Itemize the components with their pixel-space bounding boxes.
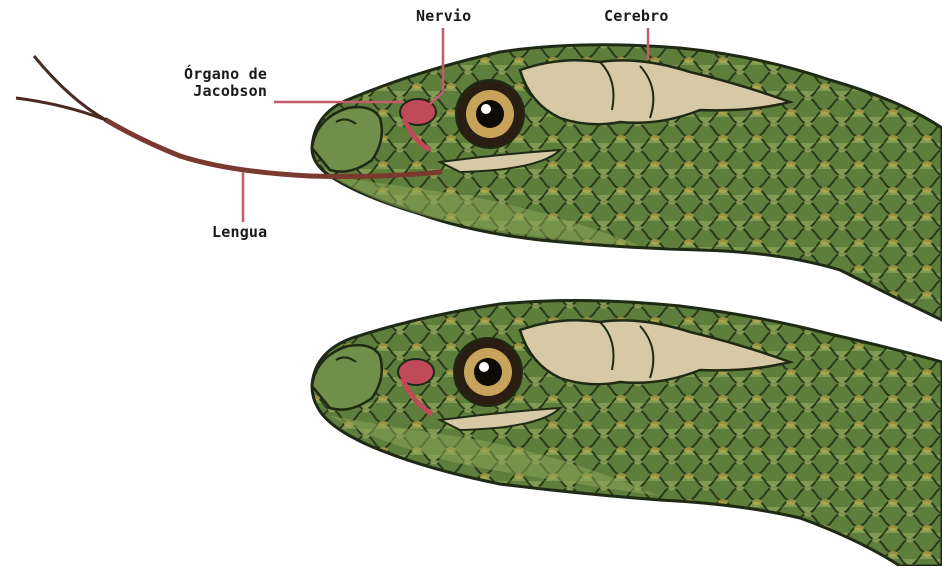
bottom-eye-highlight: [479, 362, 489, 372]
label-organo-line2: Jacobson: [193, 82, 267, 100]
bottom-snake-head: [312, 300, 942, 566]
label-cerebro: Cerebro: [604, 8, 669, 25]
label-lengua: Lengua: [212, 224, 267, 241]
bottom-eye-pupil: [474, 358, 502, 386]
top-eye-pupil: [476, 100, 504, 128]
top-snake-head: [16, 45, 942, 320]
top-eye-highlight: [481, 104, 491, 114]
top-tongue-fork-lower: [16, 98, 106, 120]
label-organo-line1: Órgano de: [184, 65, 267, 83]
top-tongue-fork-upper: [34, 56, 106, 120]
label-organo-de-jacobson: Órgano de Jacobson: [184, 66, 267, 100]
bottom-snout: [312, 345, 382, 410]
label-nervio: Nervio: [416, 8, 471, 25]
